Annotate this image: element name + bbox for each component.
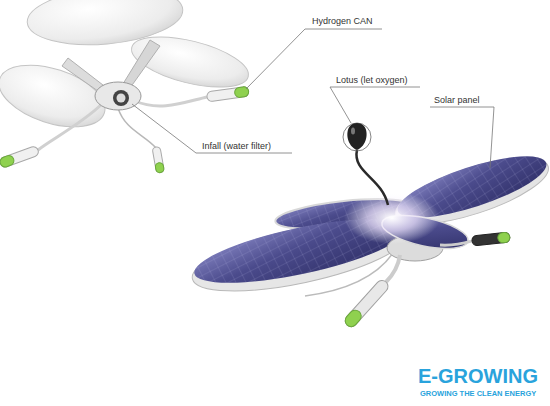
leader-line xyxy=(490,107,494,168)
leader-line xyxy=(132,104,196,153)
leader-underline xyxy=(305,29,382,30)
part-label: Solar panel xyxy=(434,95,480,106)
tube xyxy=(440,241,472,245)
part-label: Lotus (let oxygen) xyxy=(336,75,408,86)
water-filter-core xyxy=(117,94,126,103)
lotus-bulb xyxy=(347,123,366,150)
solar-flower xyxy=(187,123,550,329)
leader-underline xyxy=(430,107,494,108)
callout-circle xyxy=(343,123,371,151)
light-glow xyxy=(344,192,440,244)
tube xyxy=(135,97,207,106)
tube xyxy=(386,255,400,282)
tagline: GROWING THE CLEAN ENERGY xyxy=(420,389,536,398)
leader-underline xyxy=(196,153,292,154)
logo-text: E-GROWING xyxy=(418,364,538,388)
leader-lines xyxy=(132,29,494,168)
lotus-highlight xyxy=(351,128,355,135)
water-filter-can xyxy=(152,146,164,173)
hydrogen-can xyxy=(206,86,249,102)
leader-line xyxy=(246,29,305,89)
part-label: Hydrogen CAN xyxy=(312,16,373,27)
hydrogen-can xyxy=(0,145,40,168)
hydrogen-can xyxy=(471,232,510,246)
leader-underline xyxy=(330,87,420,88)
tube xyxy=(38,104,102,150)
lotus-stem xyxy=(356,150,388,205)
tube xyxy=(118,108,156,148)
water-filter-ring xyxy=(113,90,129,106)
part-label: Infall (water filter) xyxy=(202,141,271,152)
leader-line xyxy=(330,87,351,123)
hydrogen-can xyxy=(343,278,391,329)
